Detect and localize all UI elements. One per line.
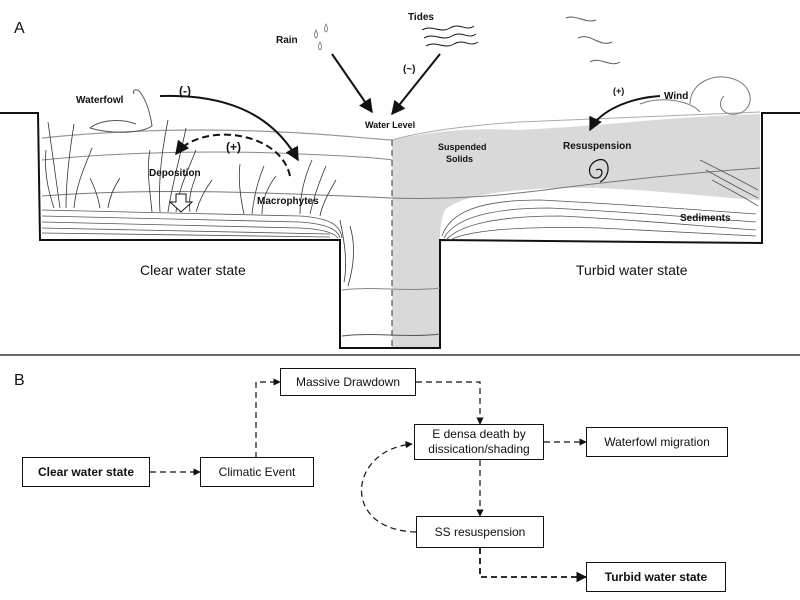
macrophytes-label: Macrophytes	[257, 196, 319, 207]
tides-waves	[421, 25, 479, 47]
flow-connectors	[150, 378, 588, 583]
waterfowl-arrow	[159, 94, 299, 162]
water-layer-line-2	[41, 167, 761, 200]
node-waterfowl-migration-label: Waterfowl migration	[604, 434, 710, 449]
sediment-right	[441, 159, 759, 241]
sediment-left	[41, 209, 343, 239]
panel-b-letter: B	[14, 372, 25, 389]
clear-state-label: Clear water state	[140, 262, 246, 278]
suspended-solids-label-1: Suspended	[438, 142, 487, 152]
node-e-densa-death: E densa death by dissication/shading	[414, 424, 544, 460]
node-e-densa-death-label-1: E densa death by	[432, 427, 526, 441]
node-e-densa-death-label-2: dissication/shading	[428, 442, 530, 456]
swan-illustration	[89, 89, 153, 133]
node-turbid-water-state-label: Turbid water state	[604, 569, 708, 584]
node-climatic-event-label: Climatic Event	[218, 464, 296, 479]
edge-drawdown-to-death	[416, 381, 484, 425]
edge-resuspension-loop	[361, 441, 417, 533]
node-massive-drawdown-label: Massive Drawdown	[295, 374, 401, 389]
channel-water-line	[341, 287, 441, 291]
node-clear-water-state: Clear water state	[22, 457, 150, 487]
tides-label: Tides	[408, 12, 434, 23]
edge-resuspension-to-turbid	[479, 548, 588, 583]
feedback-sign: (+)	[226, 140, 241, 154]
resuspension-swirl	[588, 158, 609, 183]
node-turbid-water-state: Turbid water state	[586, 562, 726, 592]
bird-shapes	[565, 16, 621, 65]
turbid-water-fill	[392, 114, 760, 348]
feedback-arrow	[175, 133, 291, 177]
channel-sediment-line	[341, 333, 441, 337]
waterfowl-label: Waterfowl	[76, 95, 124, 106]
node-ss-resuspension-label: SS resuspension	[434, 524, 526, 539]
water-surface-clear	[41, 129, 393, 141]
suspended-solids-label-2: Solids	[446, 154, 474, 164]
wind-label: Wind	[664, 91, 689, 102]
deposition-label: Deposition	[149, 168, 201, 179]
rain-drops	[314, 23, 328, 51]
rain-arrow	[331, 53, 373, 114]
water-level-label: Water Level	[365, 120, 416, 130]
basin-outline	[0, 112, 800, 349]
rain-label: Rain	[276, 35, 298, 46]
turbid-water-surface	[391, 111, 761, 141]
resuspension-label: Resuspension	[563, 141, 632, 152]
node-waterfowl-migration: Waterfowl migration	[586, 427, 728, 457]
node-clear-water-state-label: Clear water state	[37, 464, 135, 479]
sediments-label: Sediments	[680, 213, 731, 224]
node-ss-resuspension: SS resuspension	[416, 516, 544, 548]
water-layer-line-1	[41, 151, 393, 161]
turbid-state-label: Turbid water state	[576, 262, 688, 278]
node-massive-drawdown: Massive Drawdown	[280, 368, 416, 396]
waterfowl-sign: (-)	[179, 84, 191, 98]
panel-a-letter: A	[14, 20, 25, 37]
wind-swirl	[639, 76, 751, 115]
node-climatic-event: Climatic Event	[200, 457, 314, 487]
wind-arrow	[589, 95, 661, 132]
wind-sign: (+)	[613, 86, 625, 96]
deposition-arrow	[168, 193, 194, 213]
edge-climatic-to-drawdown	[255, 378, 281, 458]
tides-arrow	[391, 53, 441, 116]
tides-sign: (~)	[403, 64, 416, 75]
